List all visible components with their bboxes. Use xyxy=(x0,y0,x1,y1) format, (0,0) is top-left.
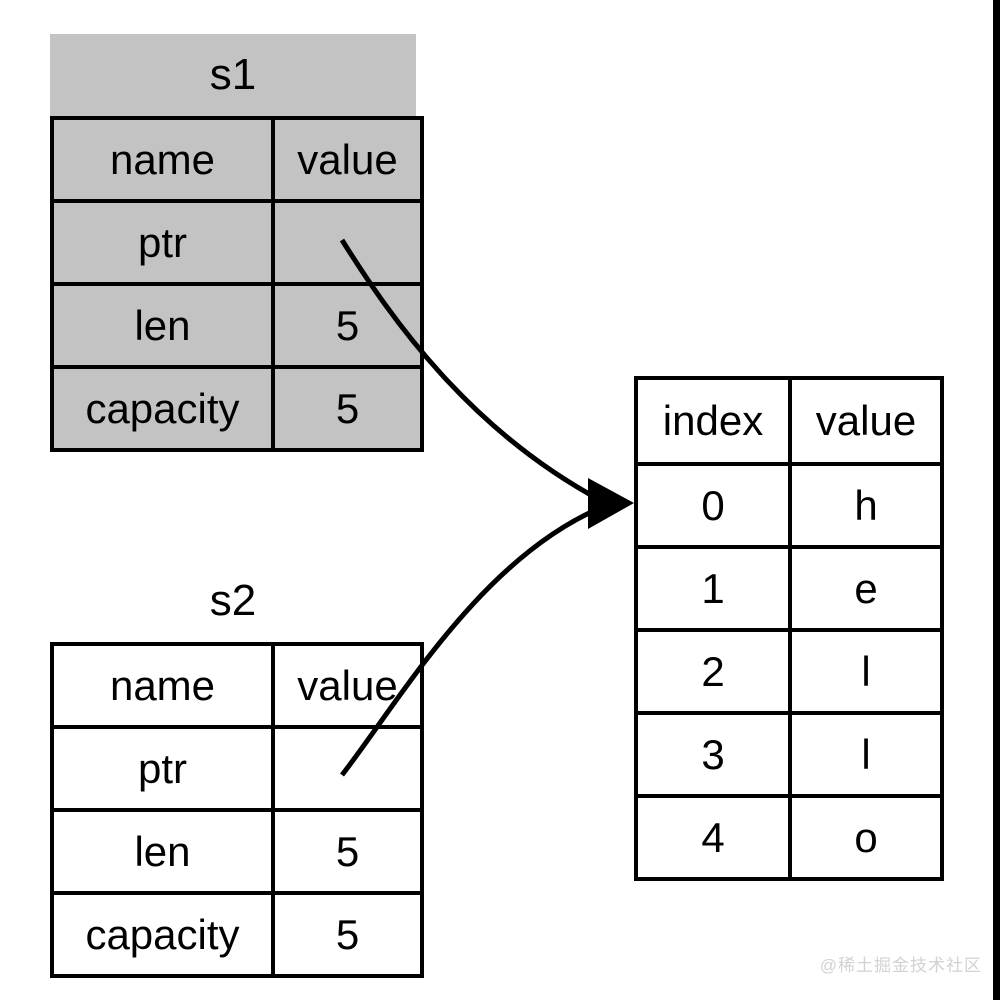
table-row-header: name value xyxy=(50,116,424,203)
struct-block-s2: s2 name value ptr len 5 capacity 5 xyxy=(50,560,424,978)
data-index-4: 4 xyxy=(634,794,792,881)
table-row: capacity 5 xyxy=(50,891,424,978)
data-index-3: 3 xyxy=(634,711,792,798)
right-edge-strip xyxy=(993,0,1000,1000)
table-row-header: index value xyxy=(634,376,944,466)
struct-block-s1: s1 name value ptr len 5 capacity 5 xyxy=(50,34,424,452)
data-index-2: 2 xyxy=(634,628,792,715)
header-cell-value: value xyxy=(271,116,424,203)
header-cell-index: index xyxy=(634,376,792,466)
table-row: ptr xyxy=(50,725,424,812)
table-row: capacity 5 xyxy=(50,365,424,452)
data-index-1: 1 xyxy=(634,545,792,632)
field-value-capacity: 5 xyxy=(271,891,424,978)
watermark-label: @稀土掘金技术社区 xyxy=(819,956,982,975)
data-value-1: e xyxy=(788,545,944,632)
data-value-4: o xyxy=(788,794,944,881)
struct-table-s1: name value ptr len 5 capacity 5 xyxy=(50,116,424,452)
field-value-ptr xyxy=(271,199,424,286)
table-row: ptr xyxy=(50,199,424,286)
table-row: 3 l xyxy=(634,711,944,798)
struct-title-s2: s2 xyxy=(209,576,257,625)
header-cell-value: value xyxy=(788,376,944,466)
field-name-ptr: ptr xyxy=(50,725,275,812)
data-table-heap: index value 0 h 1 e 2 l 3 l 4 o xyxy=(634,376,944,881)
struct-table-s2: name value ptr len 5 capacity 5 xyxy=(50,642,424,978)
data-index-0: 0 xyxy=(634,462,792,549)
header-cell-name: name xyxy=(50,642,275,729)
field-name-len: len xyxy=(50,808,275,895)
field-name-ptr: ptr xyxy=(50,199,275,286)
struct-title-s1: s1 xyxy=(50,34,416,116)
table-row: len 5 xyxy=(50,282,424,369)
field-name-len: len xyxy=(50,282,275,369)
field-name-capacity: capacity xyxy=(50,891,275,978)
field-value-capacity: 5 xyxy=(271,365,424,452)
data-value-0: h xyxy=(788,462,944,549)
field-name-capacity: capacity xyxy=(50,365,275,452)
field-value-ptr xyxy=(271,725,424,812)
table-row: 0 h xyxy=(634,462,944,549)
table-row: 2 l xyxy=(634,628,944,715)
table-row-header: name value xyxy=(50,642,424,729)
header-cell-name: name xyxy=(50,116,275,203)
header-cell-value: value xyxy=(271,642,424,729)
data-value-3: l xyxy=(788,711,944,798)
table-row: 4 o xyxy=(634,794,944,881)
arrowhead-icon xyxy=(588,478,634,529)
table-row: len 5 xyxy=(50,808,424,895)
field-value-len: 5 xyxy=(271,282,424,369)
data-value-2: l xyxy=(788,628,944,715)
field-value-len: 5 xyxy=(271,808,424,895)
table-row: 1 e xyxy=(634,545,944,632)
